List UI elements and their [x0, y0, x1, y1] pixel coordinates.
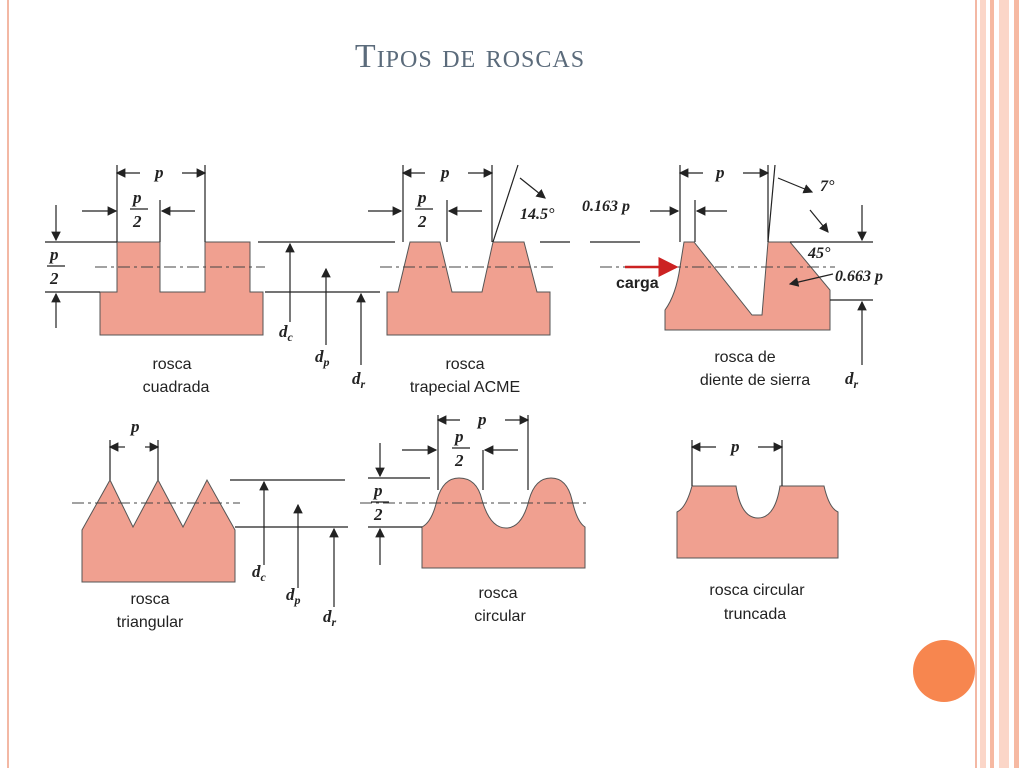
truncated-label-2: truncada [724, 606, 786, 623]
buttress-label-1: rosca de [714, 349, 775, 366]
truncated-label-1: rosca circular [709, 582, 805, 599]
circular-half-den: 2 [454, 451, 464, 470]
circular-thread: p p 2 p 2 rosca circular [360, 410, 590, 625]
square-half-den: 2 [132, 212, 142, 231]
square-label-1: rosca [152, 356, 191, 373]
square-left-half-den: 2 [49, 269, 59, 288]
circular-left-half-num: p [372, 481, 383, 500]
square-thread: p p 2 p 2 rosca cuadrada [45, 163, 265, 396]
triangular-thread: p rosca triangular [72, 417, 240, 631]
acme-half-num: p [416, 188, 427, 207]
buttress-label-2: diente de sierra [700, 372, 810, 389]
square-thread-profile [99, 241, 264, 336]
circular-thread-profile [421, 477, 586, 569]
dim-0163: 0.163 p [582, 198, 630, 215]
circular-half-num: p [453, 427, 464, 446]
square-half-num: p [131, 188, 142, 207]
page-title: Tipos de roscas [354, 38, 586, 75]
acme-thread: p p 2 14.5° rosca trapecial ACME [368, 163, 570, 396]
angle-45: 45° [807, 245, 831, 262]
buttress-p-label: p [714, 163, 725, 182]
dp-symbol-bottom: dp [286, 585, 301, 607]
triangular-p-label: p [129, 417, 140, 436]
acme-thread-profile [386, 241, 551, 336]
acme-p-label: p [439, 163, 450, 182]
accent-dot [913, 640, 975, 702]
triangular-label-1: rosca [130, 591, 169, 608]
right-stripe-2 [990, 0, 994, 768]
acme-half-den: 2 [417, 212, 427, 231]
dc-symbol-bottom: dc [252, 562, 267, 584]
right-stripe-4 [1014, 0, 1019, 768]
dc-symbol-top: dc [279, 322, 294, 344]
circular-label-2: circular [474, 608, 526, 625]
angle-7: 7° [820, 178, 835, 195]
buttress-thread-profile [664, 241, 831, 331]
right-stripe-1 [980, 0, 986, 768]
acme-label-1: rosca [445, 356, 484, 373]
truncated-p-label: p [729, 437, 740, 456]
circular-p-label: p [476, 410, 487, 429]
truncated-thread: p rosca circular truncada [676, 437, 839, 623]
acme-label-2: trapecial ACME [410, 379, 520, 396]
dp-symbol-top: dp [315, 347, 330, 369]
truncated-thread-profile [676, 485, 839, 559]
diameter-markers-bottom: dc dp dr [230, 479, 348, 629]
dim-0663: 0.663 p [835, 268, 883, 285]
slide-frame [7, 0, 977, 768]
diameter-markers-top: dc dp dr [258, 241, 395, 391]
square-left-half-num: p [48, 245, 59, 264]
triangular-thread-profile [81, 478, 236, 583]
dr-symbol-buttress: dr [845, 369, 859, 391]
circular-left-half-den: 2 [373, 505, 383, 524]
square-p-label: p [153, 163, 164, 182]
circular-label-1: rosca [478, 585, 517, 602]
triangular-label-2: triangular [117, 614, 184, 631]
dr-symbol-bottom: dr [323, 607, 337, 629]
right-stripe-3 [999, 0, 1009, 768]
load-label: carga [616, 275, 659, 292]
buttress-thread: p 0.163 p 7° 45° 0.663 p carga dr rosca … [582, 163, 883, 391]
dr-symbol-top: dr [352, 369, 366, 391]
acme-angle: 14.5° [520, 206, 555, 223]
square-label-2: cuadrada [143, 379, 210, 396]
